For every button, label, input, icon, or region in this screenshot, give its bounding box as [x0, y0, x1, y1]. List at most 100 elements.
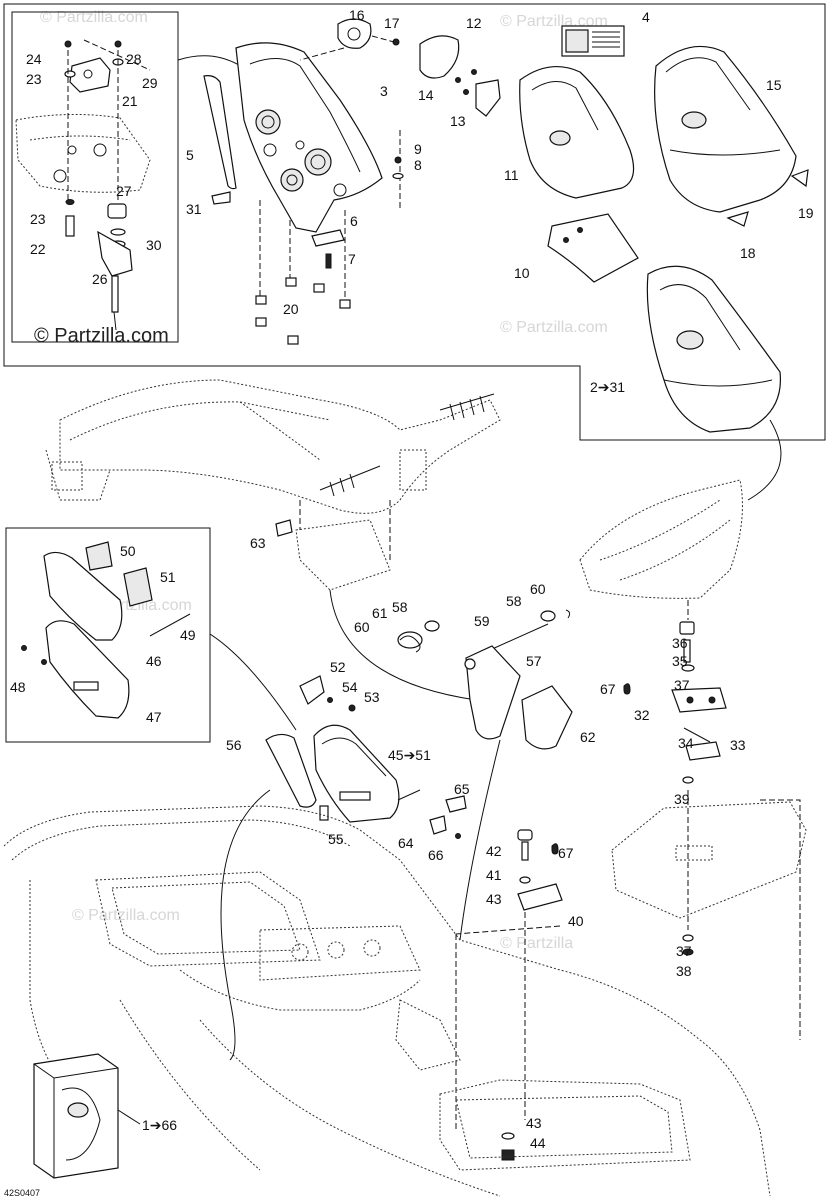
watermark: © Partzilla.com: [40, 9, 148, 26]
callout-label: 58: [506, 593, 522, 609]
callout-label: 65: [454, 781, 470, 797]
callout-label: 40: [568, 913, 584, 929]
plate-part: [547, 213, 639, 283]
tab-part: [790, 169, 809, 188]
callout-label: 15: [766, 77, 782, 93]
callout-label: 2➔31: [590, 379, 625, 395]
callout-label: 51: [160, 569, 176, 585]
leader-line: [459, 739, 501, 941]
leader-line: [220, 789, 271, 1061]
clip-part: [475, 79, 501, 117]
callout-label: 33: [730, 737, 746, 753]
bolt-part: [325, 253, 332, 269]
callout-label: 60: [354, 619, 370, 635]
callout-label: 9: [414, 141, 422, 157]
callout-label: 8: [414, 157, 422, 173]
callout-label: 1➔66: [142, 1117, 177, 1133]
callout-label: 48: [10, 679, 26, 695]
callout-label: 20: [283, 301, 299, 317]
callout-labels: 16 17 12 4 24 23 28 29 21 3 14 13 15 5 9…: [4, 7, 814, 1198]
callout-label: 61: [372, 605, 388, 621]
drop-icon: [623, 683, 631, 695]
watermark: © Partzilla: [500, 935, 573, 952]
callout-label: 43: [526, 1115, 542, 1131]
callout-label: 30: [146, 237, 162, 253]
callout-label: 66: [428, 847, 444, 863]
callout-label: 31: [186, 201, 202, 217]
washer-part: [501, 1132, 515, 1140]
callout-label: 58: [392, 599, 408, 615]
pad-part: [265, 733, 317, 808]
callout-label: 23: [26, 71, 42, 87]
callout-label: 4: [642, 9, 650, 25]
deck-structure: [45, 379, 501, 514]
complete-kit-box: [33, 1053, 119, 1179]
callout-label: 67: [558, 845, 574, 861]
callout-label: 35: [672, 653, 688, 669]
inset-detail-box: [5, 527, 211, 743]
callout-label: 67: [600, 681, 616, 697]
bumper-assembly: [671, 621, 727, 956]
callout-label: 16: [349, 7, 365, 23]
hinge-parts: [397, 609, 573, 750]
seat-cover-part: [235, 42, 383, 233]
hinge-block: [295, 519, 391, 591]
callout-label: 43: [486, 891, 502, 907]
callout-label: 42: [486, 843, 502, 859]
trim-strip-part: [203, 75, 237, 190]
inset-detail-box: [11, 11, 179, 343]
callout-label: 37: [674, 677, 690, 693]
callout-label: 19: [798, 205, 814, 221]
hull-deck-part: [3, 805, 771, 1197]
callout-label: 28: [126, 51, 142, 67]
callout-label: 22: [30, 241, 46, 257]
callout-label: 13: [450, 113, 466, 129]
inset-parts: [15, 39, 151, 331]
guide-line: [455, 925, 561, 935]
callout-label: 47: [146, 709, 162, 725]
pin-part: [319, 805, 329, 821]
watermark: © Partzilla.com: [72, 907, 180, 924]
plug-part: [275, 519, 293, 537]
upper-assembly-frame: [3, 3, 826, 441]
callout-label: 5: [186, 147, 194, 163]
seat-part: [654, 45, 797, 213]
callout-label: 56: [226, 737, 242, 753]
callout-label: 52: [330, 659, 346, 675]
nut-group: [255, 277, 351, 345]
callout-label: 38: [676, 963, 692, 979]
leader-line: [747, 419, 782, 501]
bolt-stack: [517, 829, 563, 911]
callout-label: 45➔51: [388, 747, 431, 763]
callout-label: 29: [142, 75, 158, 91]
callout-label: 39: [674, 791, 690, 807]
tab-part: [726, 211, 749, 227]
callout-label: 32: [634, 707, 650, 723]
leader-line: [117, 1109, 141, 1125]
callout-label: 37: [676, 943, 692, 959]
callout-label: 11: [504, 167, 519, 183]
seat-assembly-part: [579, 479, 743, 599]
watermark: © Partzilla.com: [500, 319, 608, 336]
callout-label: 64: [398, 835, 414, 851]
callout-label: 60: [530, 581, 546, 597]
cushion-part: [313, 724, 421, 823]
callout-label: 23: [30, 211, 46, 227]
callout-label: 27: [116, 183, 132, 199]
bracket-part: [311, 229, 345, 247]
latch-part: [69, 57, 111, 93]
callout-label: 53: [364, 689, 380, 705]
callout-label: 14: [418, 87, 434, 103]
callout-label: 34: [678, 735, 694, 751]
callout-label: 59: [474, 613, 490, 629]
complete-seat-part: [646, 265, 782, 433]
watermark: © Partzilla.com: [34, 325, 169, 347]
leader-line: [329, 589, 477, 701]
pad-parts: [21, 541, 191, 719]
callout-label: 57: [526, 653, 542, 669]
callout-label: 46: [146, 653, 162, 669]
callout-label: 41: [486, 867, 502, 883]
callout-label: 55: [328, 831, 344, 847]
callout-label: 3: [380, 83, 388, 99]
